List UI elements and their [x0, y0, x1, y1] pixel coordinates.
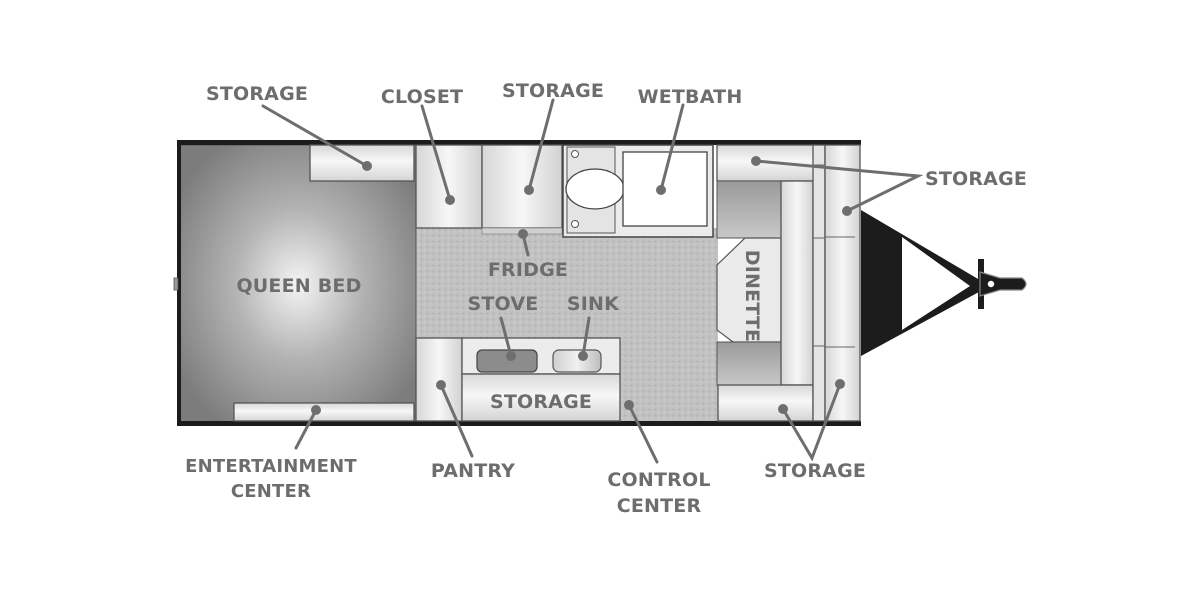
- storage-front-bottom: [717, 384, 814, 422]
- front-wall-panel: [812, 144, 826, 422]
- label-closet: CLOSET: [381, 86, 463, 108]
- dinette-seat-top: [716, 180, 782, 239]
- stove-top: [476, 349, 538, 373]
- queen-bed: [179, 144, 417, 424]
- storage-front-wall: [824, 144, 861, 422]
- wall-top: [177, 140, 861, 145]
- label-storage-bottom-right: STORAGE: [764, 460, 866, 482]
- rear-door-latch: [173, 277, 179, 291]
- label-stove: STOVE: [468, 293, 539, 315]
- closet-cabinet: [415, 144, 483, 229]
- label-control-line1: CONTROL: [607, 469, 710, 491]
- label-dinette: DINETTE: [741, 250, 763, 342]
- wall-bottom: [177, 421, 861, 426]
- label-wetbath: WETBATH: [638, 86, 743, 108]
- entertainment-center-cabinet: [233, 402, 415, 422]
- label-storage-top-mid: STORAGE: [502, 80, 604, 102]
- label-fridge: FRIDGE: [488, 259, 568, 281]
- label-sink: SINK: [567, 293, 620, 315]
- label-storage-top-left: STORAGE: [206, 83, 308, 105]
- label-entertainment-line1: ENTERTAINMENT: [185, 456, 357, 477]
- label-storage-galley: STORAGE: [490, 391, 592, 413]
- label-entertainment-line2: CENTER: [231, 481, 311, 502]
- callout-leaders: [261, 98, 924, 464]
- label-pantry: PANTRY: [431, 460, 515, 482]
- wetbath-room: [562, 144, 714, 238]
- galley-storage-cabinet: [461, 373, 621, 422]
- pantry-cabinet: [415, 337, 463, 422]
- label-control-line2: CENTER: [617, 495, 702, 517]
- trailer-hitch: [861, 210, 1027, 356]
- toilet-icon: [565, 168, 625, 210]
- dinette-seat-bottom: [716, 341, 782, 386]
- hitch-coupler-icon: [986, 279, 996, 289]
- dinette-bench-back: [780, 180, 814, 386]
- storage-cabinet-mid: [481, 144, 563, 229]
- sink-basin: [552, 349, 602, 373]
- label-storage-right: STORAGE: [925, 168, 1027, 190]
- label-queen-bed: QUEEN BED: [236, 275, 361, 297]
- wall-rear: [177, 140, 181, 426]
